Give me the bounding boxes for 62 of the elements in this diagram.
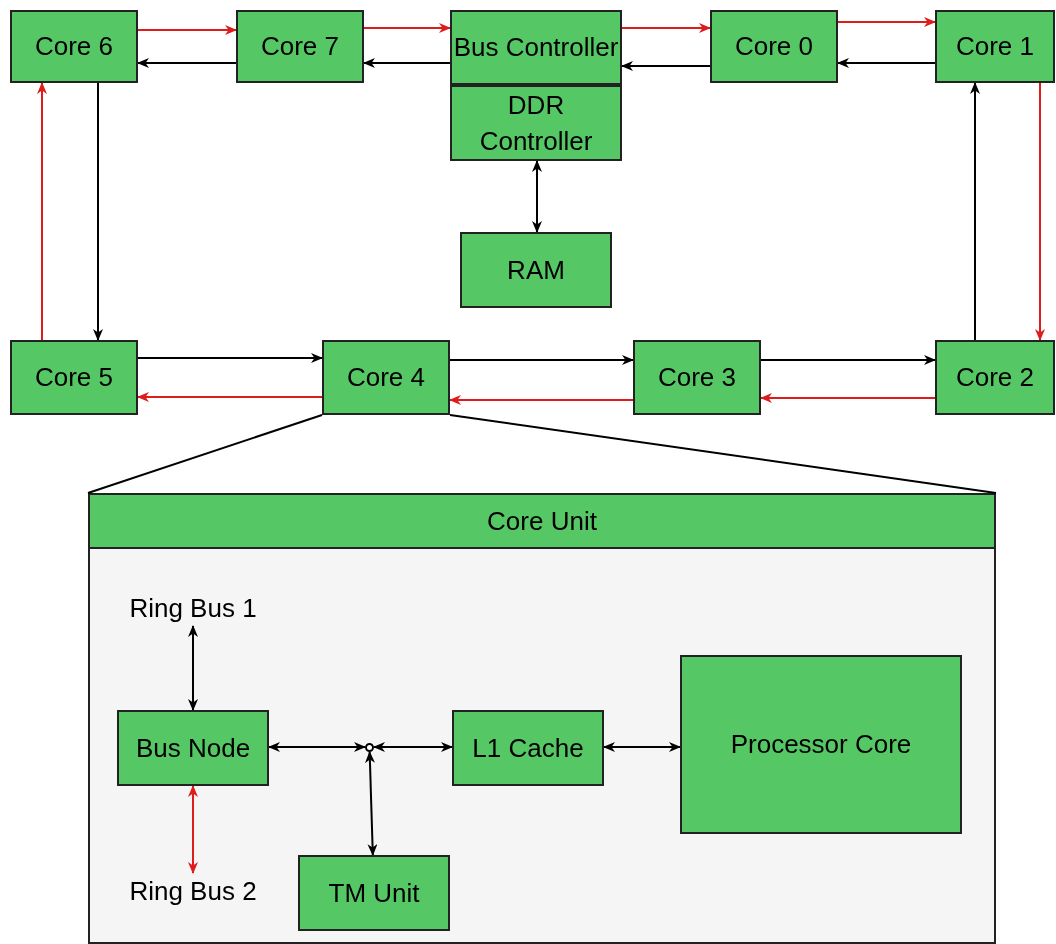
arrow <box>363 58 451 68</box>
arrow <box>373 742 453 752</box>
zoom-line <box>449 414 997 494</box>
block-label: Core 5 <box>34 361 113 395</box>
arrow <box>37 82 47 341</box>
block-label: Core 0 <box>734 30 813 64</box>
arrow <box>268 742 366 752</box>
block-label: Core 3 <box>657 361 736 395</box>
block-box <box>10 340 138 415</box>
panel-header: Core Unit <box>90 495 994 549</box>
block-label: Core 2 <box>955 361 1034 395</box>
arrow <box>760 355 936 365</box>
block-label: Bus Controller <box>453 31 619 65</box>
arrow <box>837 17 936 27</box>
block-box <box>680 655 962 834</box>
block-box <box>298 855 450 931</box>
arrow <box>532 160 542 233</box>
block-label: RAM <box>507 253 565 287</box>
arrow <box>621 61 711 71</box>
block-box <box>935 340 1055 415</box>
arrow <box>137 25 237 35</box>
arrow <box>621 23 711 33</box>
core-unit-panel <box>88 493 996 944</box>
arrow <box>188 785 198 874</box>
block-box <box>236 10 364 83</box>
arrow <box>449 395 634 405</box>
block-label: DDR Controller <box>478 88 594 158</box>
block-box <box>452 710 604 786</box>
arrow <box>970 82 980 341</box>
arrow <box>363 23 451 33</box>
block-label: Core 7 <box>260 30 339 64</box>
block-box <box>450 10 622 85</box>
block-box <box>322 340 450 415</box>
arrow <box>1035 82 1045 341</box>
block-label: Core 4 <box>346 361 425 395</box>
zoom-line <box>87 414 323 494</box>
block-label: TM Unit <box>328 876 420 910</box>
arrow <box>137 353 323 363</box>
block-box <box>460 232 612 308</box>
bus-label: Ring Bus 2 <box>129 874 257 908</box>
arrow <box>449 355 634 365</box>
arrow <box>93 82 103 341</box>
block-label: Core 1 <box>955 30 1034 64</box>
block-box <box>117 710 269 786</box>
arrow <box>760 393 936 403</box>
junction-dot <box>365 743 374 752</box>
block-label: Core 6 <box>34 30 113 64</box>
arrow <box>188 625 198 711</box>
block-box <box>10 10 138 83</box>
arrow <box>137 392 323 402</box>
block-box <box>633 340 761 415</box>
block-label: L1 Cache <box>472 731 584 765</box>
arrow <box>365 751 378 856</box>
arrow <box>137 58 237 68</box>
block-box <box>710 10 838 83</box>
block-label: Bus Node <box>135 731 251 765</box>
bus-label: Ring Bus 1 <box>129 591 257 625</box>
block-box <box>450 85 622 161</box>
arrow <box>837 58 936 68</box>
arrow <box>603 742 681 752</box>
block-box <box>935 10 1055 83</box>
block-label: Processor Core <box>730 728 912 762</box>
